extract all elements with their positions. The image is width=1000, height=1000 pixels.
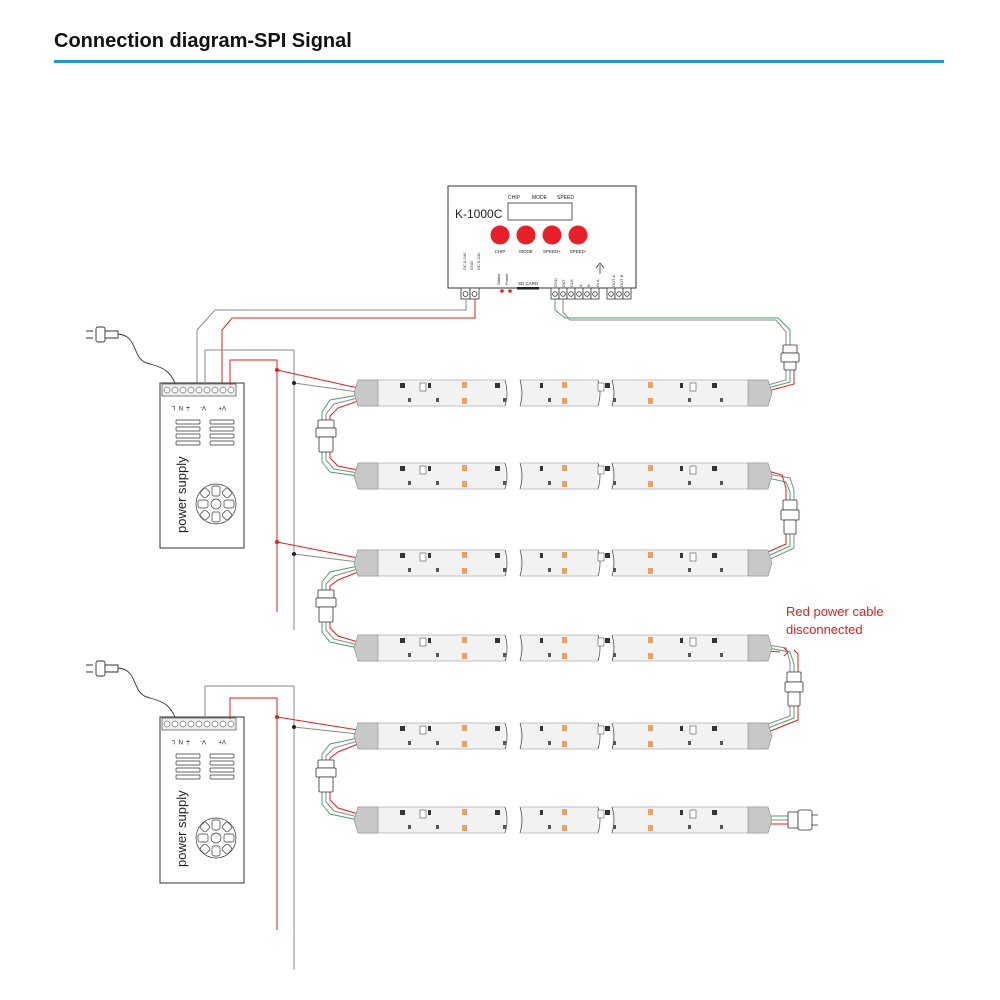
psu-top-terminal-vplus: V+: [218, 404, 226, 410]
controller-model: K-1000C: [455, 207, 503, 221]
ac-plug-bottom: [86, 660, 176, 718]
psu-bottom-terminal-l: L: [171, 738, 175, 744]
led-strip-6: [353, 806, 773, 834]
psu-bottom-terminal-vplus: V+: [218, 738, 226, 744]
power-bus-bottom: [204, 685, 359, 970]
led-strip-4: [353, 634, 773, 662]
controller-body: [447, 185, 637, 289]
psu-bottom-fan-icon: [195, 817, 237, 859]
display-label-speed: SPEED: [557, 195, 574, 201]
led-strip-5: [353, 722, 773, 750]
title-divider: [54, 60, 944, 63]
power-bus-top: [204, 349, 359, 630]
output-label-clk: CLK: [569, 279, 574, 287]
psu-bottom-label: power supply: [174, 790, 189, 867]
strip-connectors: [321, 370, 799, 825]
psu-bottom-terminal-n: N: [179, 738, 183, 744]
status-led: [500, 289, 504, 293]
connector-plugs: [315, 344, 818, 831]
controller-power-wires: [196, 299, 476, 385]
psu-bottom-terminal-vminus: V-: [200, 738, 206, 744]
plug-strip1-strip2: [315, 419, 337, 453]
psu-top-terminal-vminus: V-: [200, 404, 206, 410]
power-supply-top: L N ⏚ V- V+ power supply: [159, 382, 245, 549]
display-label-mode: MODE: [532, 195, 548, 201]
output-label-b: B: [586, 284, 591, 287]
psu-top-terminal-n: N: [179, 404, 183, 410]
plug-strip3-strip4: [315, 589, 337, 623]
input-label-2: GND: [469, 261, 474, 270]
plug-controller-strip1: [780, 344, 800, 371]
output-label-out-a: OUT A: [611, 275, 616, 287]
display-label-chip: CHIP: [508, 195, 521, 201]
output-terminal-block: [550, 287, 632, 300]
controller-display: [507, 202, 573, 221]
output-label-dat: DAT: [561, 279, 566, 287]
input-terminal-block: [460, 287, 480, 300]
led-strip-3: [353, 549, 773, 577]
chip-button[interactable]: [490, 225, 510, 245]
controller-k1000c: K-1000C CHIP MODE SPEED CHIP MODE SPEED+…: [447, 185, 637, 300]
mode-button-label: MODE: [519, 249, 533, 254]
psu-top-label: power supply: [174, 456, 189, 533]
psu-bottom-terminal-ground: ⏚: [185, 738, 191, 745]
led-strips: [353, 379, 773, 834]
sd-card-label: SD CARD: [518, 281, 539, 286]
mode-button[interactable]: [516, 225, 536, 245]
speed-minus-label: SPEED-: [570, 249, 587, 254]
speed-plus-button[interactable]: [542, 225, 562, 245]
plug-strip2-strip3: [780, 499, 800, 535]
input-label-3: DC 5-24V: [476, 252, 481, 270]
power-supply-bottom: L N ⏚ V- V+ power supply: [159, 716, 245, 884]
led-strip-2: [353, 462, 773, 490]
output-label-a: A: [578, 284, 583, 287]
plug-strip5-strip6: [315, 759, 337, 793]
output-label-out-b: OUT B: [619, 275, 624, 287]
output-label-in-a: IN A: [595, 279, 600, 287]
input-label-1: DC 5-24V: [462, 252, 467, 270]
power-indicator-label: Power: [504, 273, 509, 285]
psu-top-terminal-ground: ⏚: [185, 404, 191, 411]
psu-top-terminal-l: L: [171, 404, 175, 410]
ac-plug-top: [86, 326, 176, 384]
speed-minus-button[interactable]: [568, 225, 588, 245]
power-led: [508, 289, 512, 293]
disconnect-note-line1: Red power cable: [786, 604, 884, 619]
controller-signal-cable: [554, 299, 791, 345]
output-label-gnd: GND: [553, 278, 558, 287]
psu-top-fan-icon: [195, 483, 237, 525]
plug-end: [787, 809, 818, 831]
speed-plus-label: SPEED+: [543, 249, 561, 254]
plug-strip4-strip5: [784, 671, 804, 707]
page-title: Connection diagram-SPI Signal: [54, 30, 352, 52]
arrow-up-icon: [595, 262, 605, 274]
status-indicator-label: Status: [496, 274, 501, 285]
disconnect-note-line2: disconnected: [786, 622, 863, 637]
led-strip-1: [353, 379, 773, 407]
disconnect-note: Red power cable disconnected: [786, 603, 884, 639]
chip-button-label: CHIP: [495, 249, 506, 254]
sd-card-slot[interactable]: [517, 287, 539, 290]
